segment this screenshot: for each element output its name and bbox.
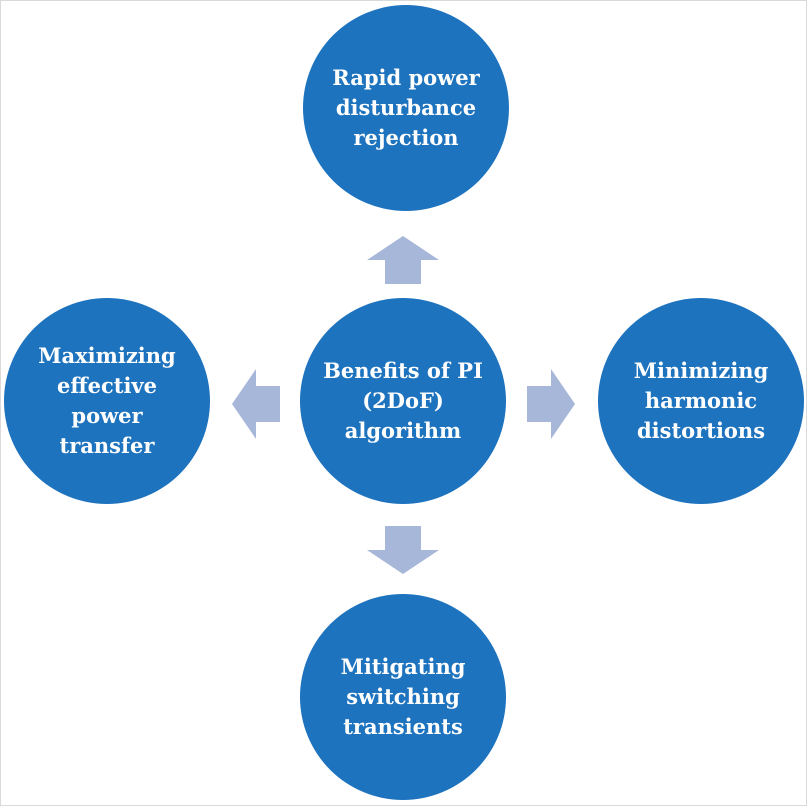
arrow-down-icon [367, 526, 439, 574]
arrow-left-shape [232, 369, 280, 439]
node-bottom: Mitigating switching transients [300, 594, 506, 800]
arrow-right-shape [527, 369, 575, 439]
arrow-up-icon [367, 236, 439, 284]
node-top-label: Rapid power disturbance rejection [332, 65, 480, 150]
node-left: Maximizing effective power transfer [4, 298, 210, 504]
node-top: Rapid power disturbance rejection [303, 5, 509, 211]
arrow-right-icon [527, 369, 575, 439]
node-center: Benefits of PI (2DoF) algorithm [300, 298, 506, 504]
arrow-up-shape [367, 236, 439, 284]
node-bottom-label: Mitigating switching transients [340, 654, 466, 739]
arrow-left-icon [232, 369, 280, 439]
node-right-label: Minimizing harmonic distortions [633, 358, 769, 443]
node-left-label: Maximizing effective power transfer [38, 343, 176, 458]
node-center-label: Benefits of PI (2DoF) algorithm [323, 358, 483, 443]
arrow-down-shape [367, 526, 439, 574]
node-right: Minimizing harmonic distortions [598, 298, 804, 504]
